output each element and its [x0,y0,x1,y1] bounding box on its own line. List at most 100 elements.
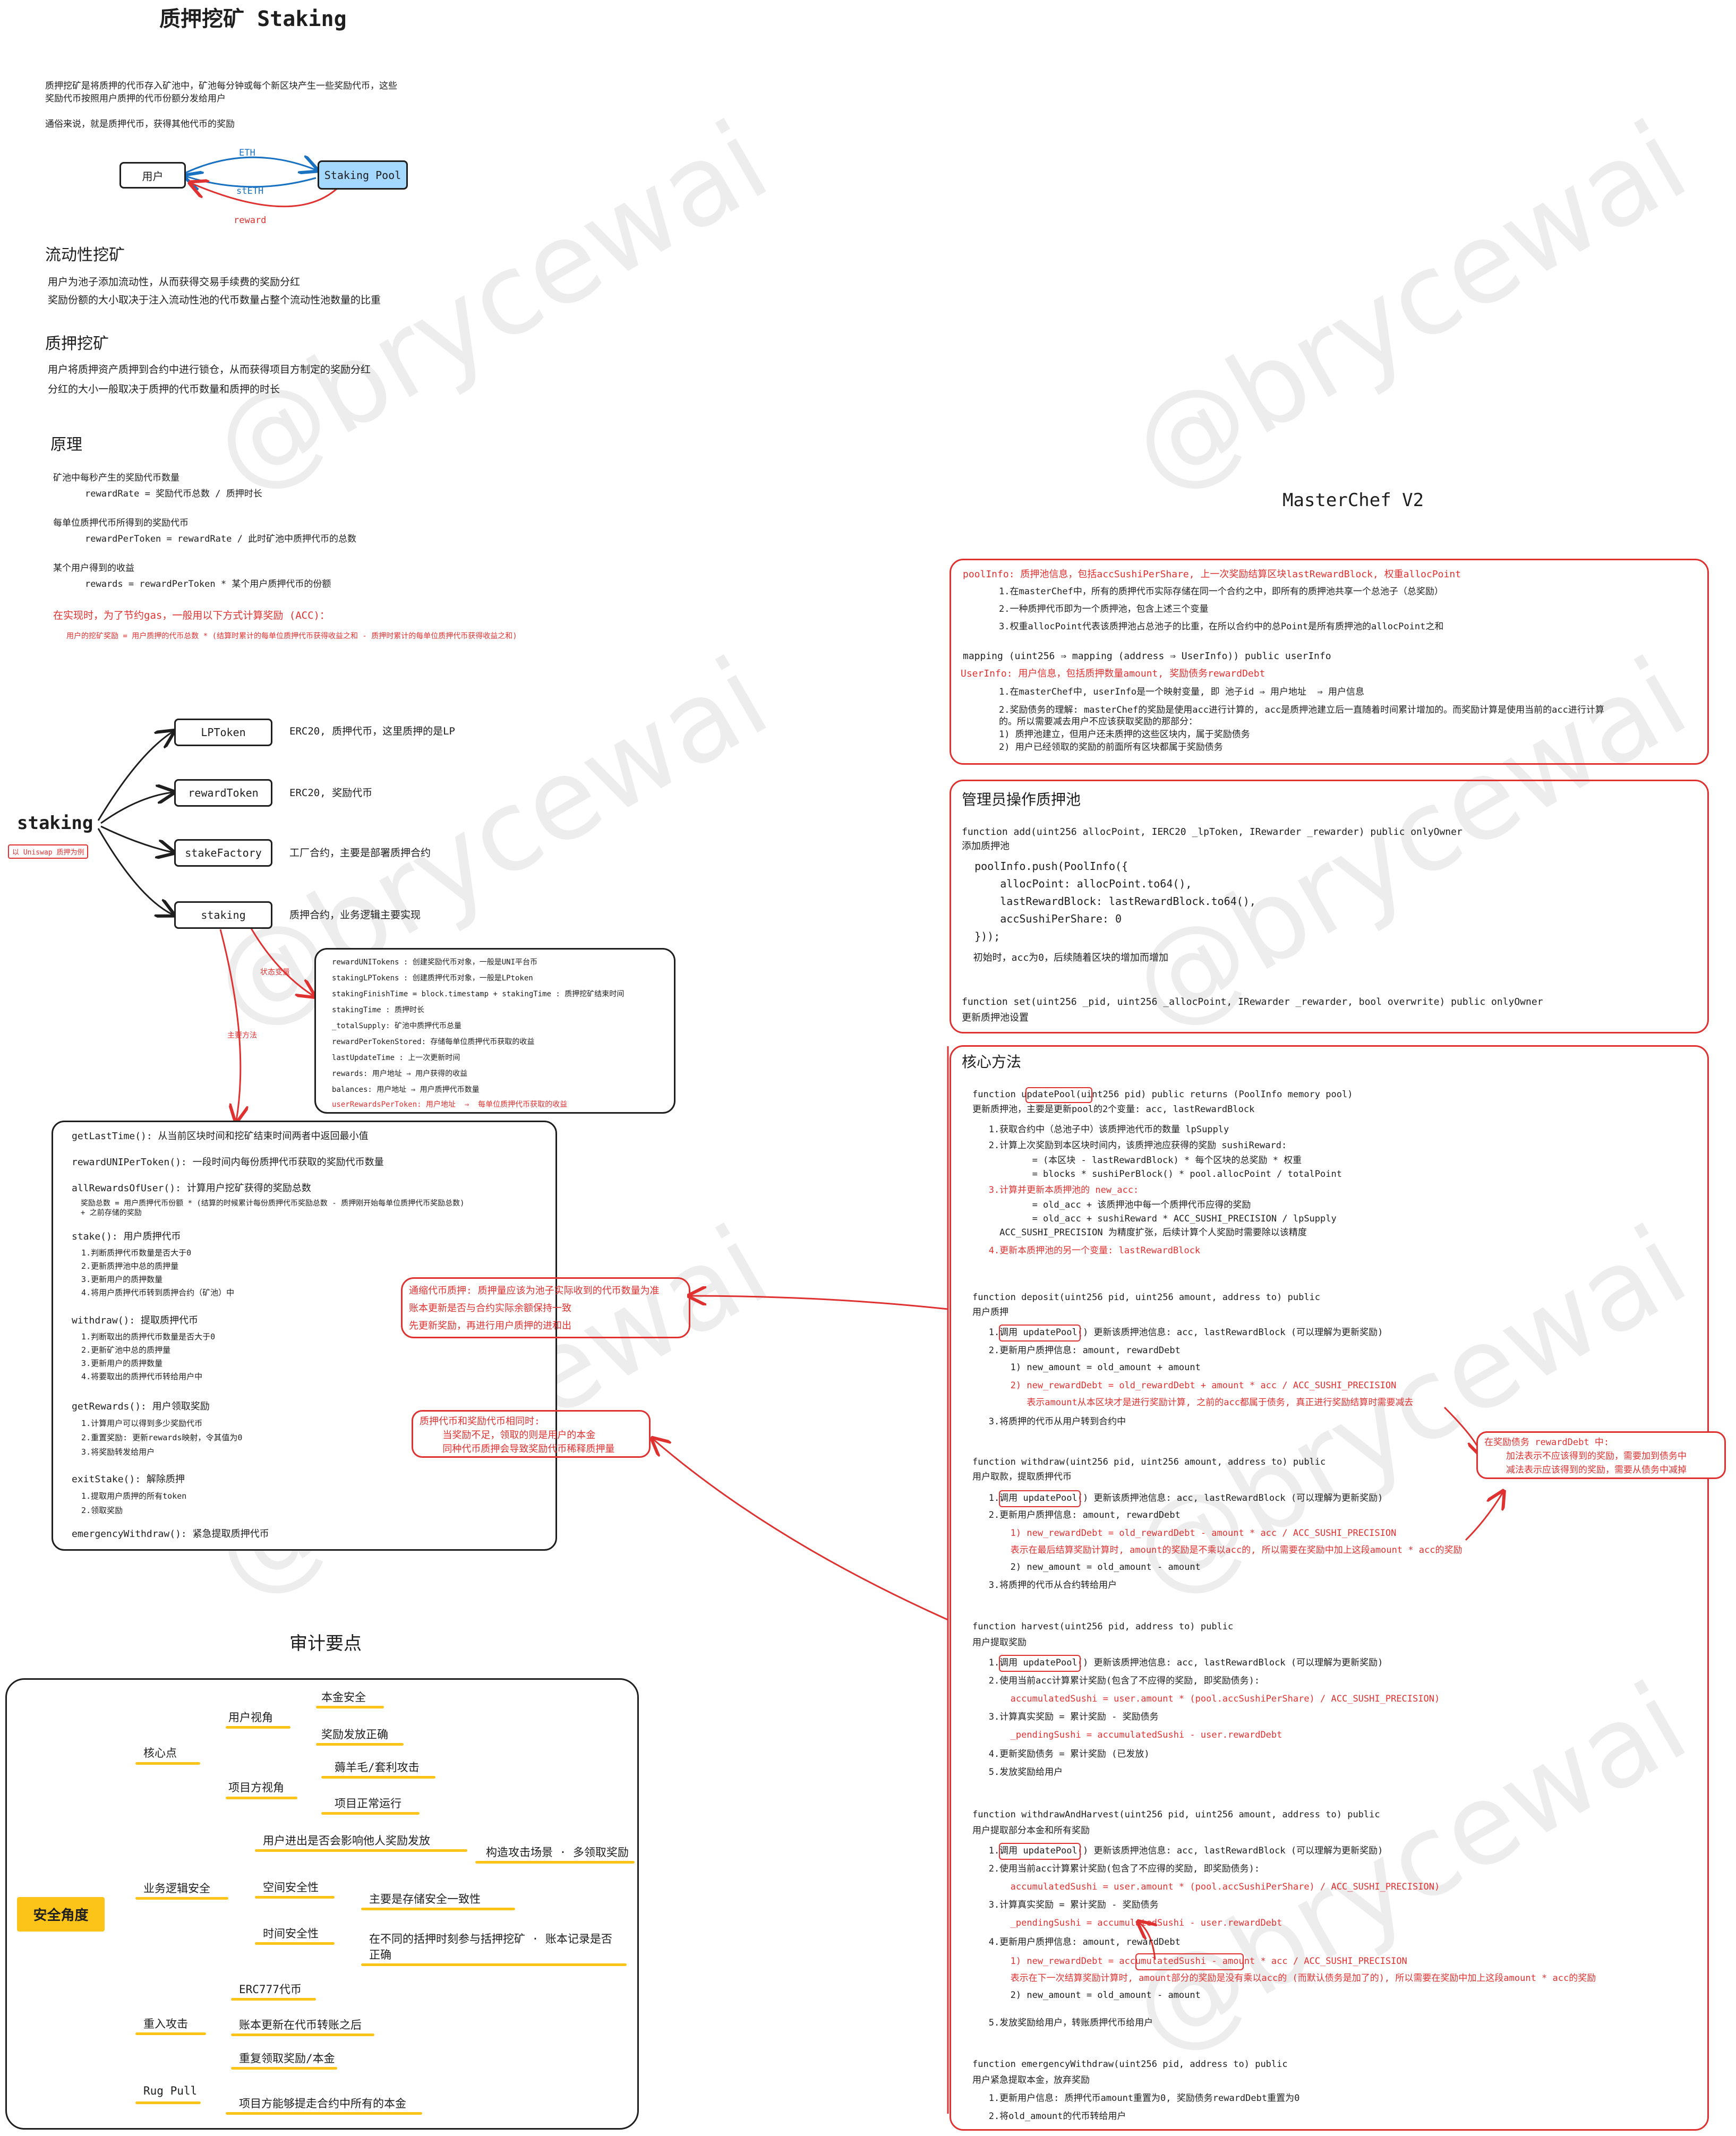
core-title: 核心方法 [962,1053,1022,1071]
updatepool-highlight [999,1843,1081,1860]
intro-desc: 质押挖矿是将质押的代币存入矿池中，矿池每分钟或每个新区块产生一些奖励代币，这些 [45,81,397,91]
mm-enter-exit: 用户进出是否会影响他人奖励发放 [263,1834,430,1847]
deposit-line: 1) new_amount = old_amount + amount [972,1362,1201,1373]
wh-line: 4.更新用户质押信息: amount, rewardDebt [972,1937,1181,1947]
callout-deflation: 通缩代币质押: 质押量应该为池子实际收到的代币数量为准 账本更新是否与合约实际余… [401,1277,690,1338]
deposit-line: function deposit(uint256 pid, uint256 am… [972,1292,1321,1303]
callout-same-token: 质押代币和奖励代币相同时: 当奖励不足，领取的则是用户的本金 同种代币质押会导致… [412,1410,651,1458]
method-line: 1.判断质押代币数量是否大于0 [72,1248,192,1258]
masterchef-title: MasterChef V2 [1282,490,1424,511]
mm-time: 时间安全性 [263,1927,319,1940]
mm-attack-scene: 构造攻击场景 · 多领取奖励 [486,1846,629,1859]
admin-line: function set(uint256 _pid, uint256 _allo… [962,996,1543,1007]
deposit-line-red: 表示amount从本区块才是进行奖励计算, 之前的acc都属于债务, 真正进行奖… [972,1397,1414,1408]
method-line: getRewards(): 用户领取奖励 [72,1401,210,1412]
update-line: function updatePool(uint256 pid) public … [972,1089,1353,1100]
state-var: _totalSupply: 矿池中质押代币总量 [332,1022,462,1030]
method-line: allRewardsOfUser(): 计算用户挖矿获得的奖励总数 [72,1183,311,1194]
harvest-line: 2.使用当前acc计算累计奖励(包含了不应得的奖励, 即奖励债务): [972,1676,1260,1686]
poolinfo-line: 3.权重allocPoint代表该质押池占总池子的比重，在所以合约中的总Poin… [999,621,1444,632]
admin-box: 管理员操作质押池 function add(uint256 allocPoint… [950,780,1709,1033]
mm-space: 空间安全性 [263,1881,319,1894]
deposit-line: 2.更新用户质押信息: amount, rewardDebt [972,1345,1181,1356]
methods-box: getLastTime(): 从当前区块时间和挖矿结束时间两者中返回最小值 re… [52,1121,557,1551]
method-line: 4.将要取出的质押代币转给用户中 [72,1372,203,1381]
deposit-line: 1.调用 updatePool() 更新该质押池信息: acc, lastRew… [972,1327,1383,1338]
admin-line: poolInfo.push(PoolInfo({ [962,860,1128,873]
intro-desc: 通俗来说，就是质押代币，获得其他代币的奖励 [45,119,235,130]
wh-line-red: accumulatedSushi = user.amount * (pool.a… [972,1882,1440,1892]
method-line: 3.更新用户的质押数量 [72,1359,163,1368]
admin-line: lastRewardBlock: lastRewardBlock.to64(), [962,895,1256,908]
method-line: 4.将用户质押代币转到质押合约（矿池）中 [72,1288,235,1297]
userinfo-line: 2) 用户已经领取的奖励的前面所有区块都属于奖励债务 [999,742,1223,753]
principle-note-formula: 用户的挖矿奖励 = 用户质押的代币总数 * (结算时累计的每单位质押代币获得收益… [66,632,517,640]
emergency-line: function emergencyWithdraw(uint256 pid, … [972,2059,1288,2070]
staking-root: staking [17,813,93,834]
emergency-line: 用户紧急提取本金，放弃奖励 [972,2075,1090,2086]
wh-line: 5.发放奖励给用户，转账质押代币给用户 [972,2018,1153,2028]
withdraw-line: 2.更新用户质押信息: amount, rewardDebt [972,1510,1181,1520]
stakefactory-desc: 工厂合约，主要是部署质押合约 [289,847,431,859]
reward-label: reward [234,215,267,226]
method-line: 1.判断取出的质押代币数量是否大于0 [72,1332,216,1342]
rewardtoken-desc: ERC20, 奖励代币 [289,787,373,799]
audit-box [5,1678,639,2130]
wh-line-red: 表示在下一次结算奖励计算时, amount部分的奖励是没有乘以acc的 (而默认… [972,1973,1596,1984]
wh-line: 2) new_amount = old_amount - amount [972,1990,1201,2001]
method-line: 3.更新用户的质押数量 [72,1275,163,1284]
callout-line: 通缩代币质押: 质押量应该为池子实际收到的代币数量为准 [409,1285,660,1296]
method-line: 2.重置奖励: 更新rewards映射，令其值为0 [72,1433,243,1442]
state-var: stakingLPTokens : 创建质押代币对象，一般是LPtoken [332,974,533,982]
state-var: balances: 用户地址 ⇒ 用户质押代币数量 [332,1086,480,1094]
admin-line: allocPoint: allocPoint.to64(), [962,877,1192,890]
withdraw-line: 3.将质押的代币从合约转给用户 [972,1580,1117,1591]
staking-pool-node: Staking Pool [318,160,408,190]
note-line: 加法表示不应该得到的奖励，需要加到债务中 [1484,1451,1687,1462]
wh-line: 2.使用当前acc计算累计奖励(包含了不应得的奖励, 即奖励债务): [972,1864,1260,1874]
state-var: lastUpdateTime : 上一次更新时间 [332,1054,460,1062]
method-line: 3.将奖励转发给用户 [72,1447,155,1457]
mm-erc777: ERC777代币 [239,1983,302,1996]
admin-line: })); [962,930,1000,943]
userinfo-head: UserInfo: 用户信息，包括质押数量amount, 奖励债务rewardD… [961,668,1265,679]
userinfo-line: 的。所以需要减去用户不应该获取奖励的那部分： [999,716,1198,727]
staking-desc: 质押合约，业务逻辑主要实现 [289,909,421,921]
updatepool-highlight [999,1325,1081,1342]
core-box: 核心方法 function updatePool(uint256 pid) pu… [950,1045,1709,2131]
method-line: + 之前存储的奖励 [72,1209,142,1217]
withdraw-line: 1.调用 updatePool() 更新该质押池信息: acc, lastRew… [972,1493,1383,1503]
emergency-line: 1.更新用户信息: 质押代币amount重置为0, 奖励债务rewardDebt… [972,2093,1300,2104]
method-line: getLastTime(): 从当前区块时间和挖矿结束时间两者中返回最小值 [72,1131,369,1142]
staking-desc: 用户将质押资产质押到合约中进行锁仓，从而获得项目方制定的奖励分红 [48,364,371,375]
method-line: withdraw(): 提取质押代币 [72,1315,199,1326]
state-var: stakingTime : 质押时长 [332,1006,425,1014]
eth-label: ETH [239,148,255,158]
principle-line: rewardPerToken = rewardRate / 此时矿池中质押代币的… [85,534,357,544]
harvest-line-red: accumulatedSushi = user.amount * (pool.a… [972,1694,1440,1704]
liquidity-desc: 用户为池子添加流动性，从而获得交易手续费的奖励分红 [48,276,301,288]
state-vars-box: rewardUNITokens : 创建奖励代币对象，一般是UNI平台币 sta… [314,948,675,1114]
principle-line: rewardRate = 奖励代币总数 / 质押时长 [85,489,262,499]
wh-line: 3.计算真实奖励 = 累计奖励 - 奖励债务 [972,1900,1159,1910]
liquidity-desc: 奖励份额的大小取决于注入流动性池的代币数量占整个流动性池数量的比重 [48,294,381,306]
withdraw-line: 2) new_amount = old_amount - amount [972,1562,1201,1573]
mm-wool: 薅羊毛/套利攻击 [335,1761,420,1774]
intro-desc: 奖励代币按照用户质押的代币份额分发给用户 [45,93,226,104]
mm-ledger: 账本更新在代币转账之后 [239,2019,362,2031]
method-line: 奖励总数 = 用户质押代币份额 * (结算的时候累计每份质押代币奖励总数 - 质… [72,1199,465,1208]
mm-principal: 本金安全 [321,1691,366,1704]
steth-label: stETH [236,186,264,196]
mapping-line: mapping (uint256 ⇒ mapping (address ⇒ Us… [963,651,1331,662]
methods-label: 主要方法 [227,1031,257,1040]
poolinfo-line: 2.一种质押代币即为一个质押池，包含上述三个变量 [999,604,1209,614]
callout-line: 当奖励不足，领取的则是用户的本金 [420,1430,596,1441]
emergency-line: 2.将old_amount的代币转给用户 [972,2111,1126,2122]
admin-line: accSushiPerShare: 0 [962,912,1122,925]
method-line: emergencyWithdraw(): 紧急提取质押代币 [72,1528,269,1540]
admin-line: 初始时，acc为0，后续随着区块的增加而增加 [962,952,1169,963]
poolinfo-line: 1.在masterChef中，所有的质押代币实际存储在同一个合约之中，即所有的质… [999,586,1443,597]
callout-line: 同种代币质押会导致奖励代币稀释质押量 [420,1443,615,1455]
staking-root-tag: 以 Uniswap 质押为例 [8,844,89,859]
page-title: 质押挖矿 Staking [159,7,347,31]
